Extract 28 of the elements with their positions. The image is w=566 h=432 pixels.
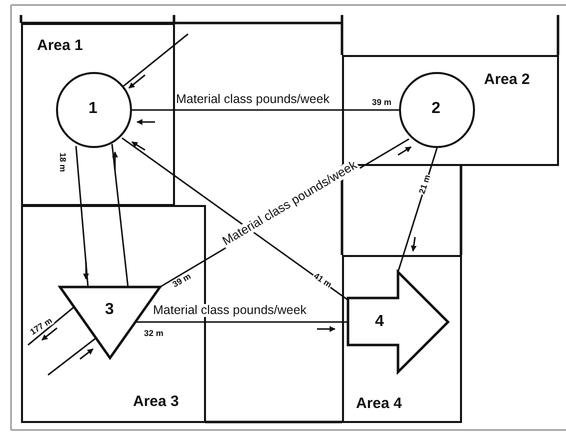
flow-line	[135, 321, 348, 323]
distance-label: 39 m	[170, 271, 194, 290]
station-number: 1	[88, 100, 98, 118]
flow-line	[397, 148, 438, 272]
edge-label: 21 m	[417, 172, 432, 196]
station-number: 2	[432, 100, 440, 118]
station-number: 3	[105, 300, 114, 318]
edge-label: 18 m	[58, 152, 67, 173]
area-label: Area 2	[484, 71, 530, 88]
flow-line	[48, 337, 96, 376]
area-label: Area 1	[37, 37, 83, 54]
flow-line	[122, 137, 348, 301]
shipping-block-arrow	[346, 270, 450, 374]
flow-line	[132, 109, 399, 111]
area-label: Area 3	[133, 393, 179, 410]
flow-line	[75, 146, 89, 288]
area-box	[21, 23, 175, 206]
edge-label: Material class pounds/week	[152, 304, 308, 316]
area-box	[342, 255, 462, 423]
flow-line	[123, 33, 188, 87]
edge-label: Material class pounds/week	[175, 93, 331, 106]
distance-label: 32 m	[143, 329, 164, 338]
distance-label: 39 m	[371, 98, 392, 106]
station-number: 4	[375, 312, 384, 330]
flow-line	[28, 306, 74, 346]
edge-label: 41 m	[311, 270, 334, 290]
area-label: Area 4	[356, 395, 402, 412]
flow-line	[111, 144, 129, 288]
